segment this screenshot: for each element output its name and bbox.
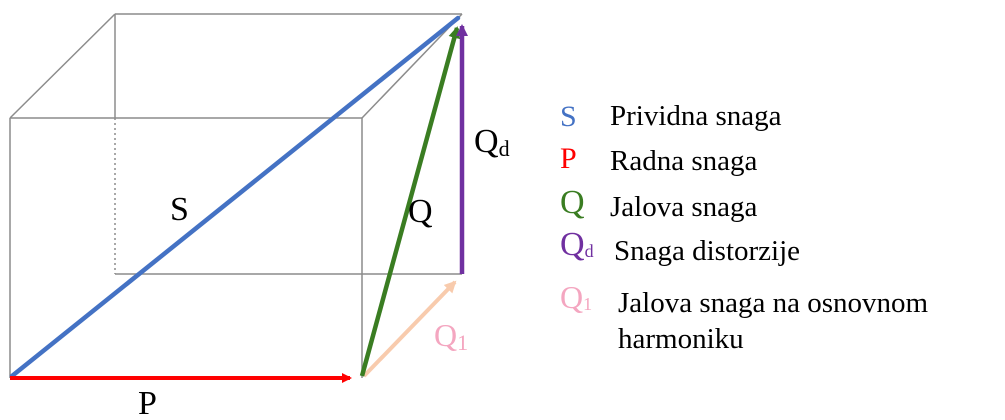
cuboid-frame — [9, 13, 463, 378]
label-S: S — [170, 191, 189, 228]
cuboid-edge — [9, 13, 116, 119]
label-Q1: Q1 — [434, 317, 468, 355]
legend-symbol: Q1 — [560, 279, 593, 315]
label-Q: Q — [408, 193, 433, 230]
legend-label: Snaga distorzije — [614, 235, 801, 267]
label-Q1-sub: 1 — [457, 330, 468, 355]
legend-label: Jalova snaga na osnovnom — [618, 287, 929, 319]
label-Qd: Qd — [474, 123, 510, 161]
label-Qd-main: Q — [474, 123, 499, 160]
cuboid-edge — [361, 13, 463, 119]
vector-Q — [359, 26, 461, 377]
legend-symbol: Qd — [560, 226, 594, 263]
legend-label: Jalova snaga — [610, 191, 758, 223]
label-Q1-main: Q — [434, 317, 457, 353]
label-P: P — [138, 385, 157, 420]
legend-label: Prividna snaga — [610, 100, 782, 132]
legend-symbol: S — [560, 100, 577, 133]
legend-label: Radna snaga — [610, 145, 758, 177]
legend-symbol: P — [560, 142, 577, 175]
label-Qd-sub: d — [499, 136, 510, 161]
legend-label-line2: harmoniku — [618, 323, 744, 355]
vector-S — [9, 15, 461, 379]
legend-symbol: Q — [560, 184, 585, 221]
vector-Q1 — [362, 280, 457, 378]
